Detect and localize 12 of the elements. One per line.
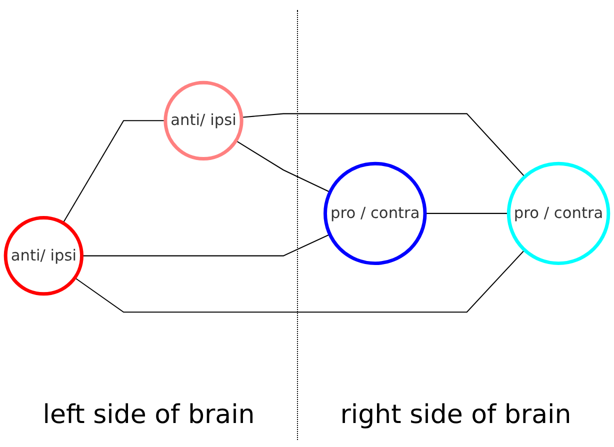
connector xyxy=(236,140,330,193)
connector xyxy=(82,234,330,256)
connector xyxy=(74,250,525,313)
side-label: right side of brain xyxy=(340,400,572,430)
node-circle: anti/ ipsi xyxy=(4,216,84,296)
connector xyxy=(62,120,166,224)
connector xyxy=(241,113,526,178)
connector xyxy=(425,213,509,214)
node-circle: pro / contra xyxy=(506,162,610,266)
side-label: left side of brain xyxy=(42,400,255,430)
node-circle: pro / contra xyxy=(324,162,427,266)
node-circle: anti/ ipsi xyxy=(164,80,244,161)
